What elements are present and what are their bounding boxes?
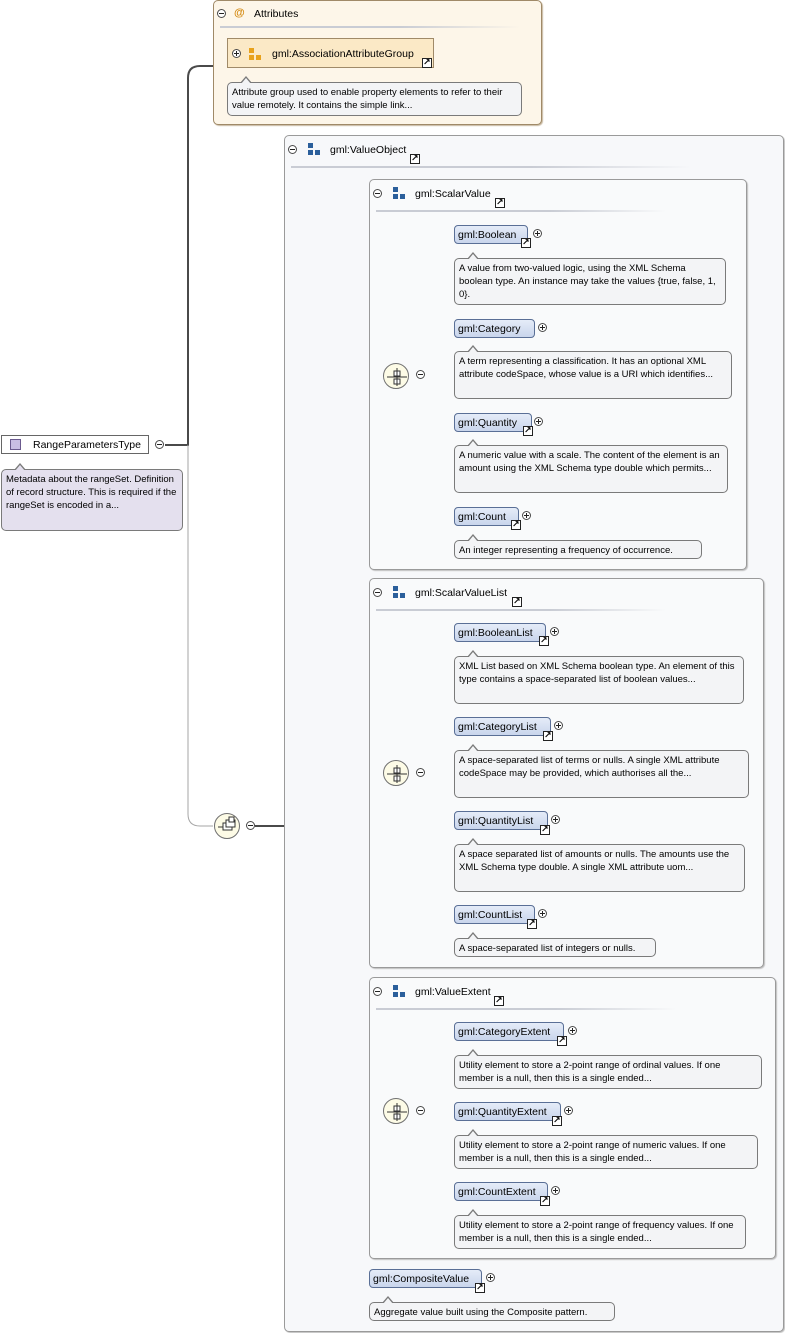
link-arrow-icon[interactable] [543,729,553,741]
element-count-extent[interactable]: gml:CountExtent [454,1182,548,1201]
expand-toggle-icon[interactable] [538,909,547,918]
group-icon [393,985,405,997]
scalar-value-list-title: gml:ScalarValueList [415,587,508,599]
collapse-toggle-icon[interactable] [217,9,226,18]
expand-toggle-icon[interactable] [538,323,547,332]
link-arrow-icon[interactable] [475,1281,485,1293]
link-arrow-icon[interactable] [512,595,522,607]
attribute-group-name: gml:AssociationAttributeGroup [272,48,414,60]
choice-compositor[interactable] [214,813,240,839]
expand-toggle-icon[interactable] [232,49,241,58]
value-extent-group [369,977,776,1259]
title-divider [291,166,691,168]
collapse-toggle-icon[interactable] [416,1106,425,1115]
expand-toggle-icon[interactable] [486,1273,495,1282]
element-annotation: A space-separated list of terms or nulls… [454,744,749,798]
root-type-name: RangeParametersType [33,439,141,451]
link-arrow-icon[interactable] [422,56,432,68]
scalar-value-title: gml:ScalarValue [415,188,491,200]
title-divider [376,210,666,212]
element-count[interactable]: gml:Count [454,507,519,526]
element-annotation: A term representing a classification. It… [454,345,732,399]
attribute-group-box[interactable]: gml:AssociationAttributeGroup [227,38,434,68]
link-arrow-icon[interactable] [494,994,504,1006]
link-arrow-icon[interactable] [557,1034,567,1046]
group-icon [308,143,320,155]
sequence-compositor-icon [387,1103,407,1121]
element-annotation: A value from two-valued logic, using the… [454,252,726,305]
value-object-title: gml:ValueObject [330,144,407,156]
element-quantity[interactable]: gml:Quantity [454,413,532,432]
sequence-compositor-icon [387,368,407,386]
element-category-extent[interactable]: gml:CategoryExtent [454,1022,564,1041]
expand-toggle-icon[interactable] [533,229,542,238]
sequence-compositor[interactable] [383,760,409,786]
element-annotation: Utility element to store a 2-point range… [454,1209,746,1249]
title-divider [376,1008,676,1010]
element-annotation: Aggregate value built using the Composit… [369,1296,615,1321]
attributes-title: Attributes [254,8,299,20]
element-annotation: Utility element to store a 2-point range… [454,1049,762,1089]
link-arrow-icon[interactable] [511,518,521,530]
expand-toggle-icon[interactable] [551,1186,560,1195]
attribute-group-icon [249,48,261,60]
link-arrow-icon[interactable] [540,1194,550,1206]
link-arrow-icon[interactable] [495,196,505,208]
expand-toggle-icon[interactable] [554,721,563,730]
collapse-toggle-icon[interactable] [373,189,382,198]
link-arrow-icon[interactable] [410,152,420,164]
element-category-list[interactable]: gml:CategoryList [454,717,551,736]
collapse-toggle-icon[interactable] [373,987,382,996]
collapse-toggle-icon[interactable] [288,145,297,154]
group-icon [393,586,405,598]
collapse-toggle-icon[interactable] [155,440,164,449]
link-arrow-icon[interactable] [539,634,549,646]
expand-toggle-icon[interactable] [522,511,531,520]
collapse-toggle-icon[interactable] [416,768,425,777]
element-annotation: A numeric value with a scale. The conten… [454,439,728,493]
link-arrow-icon[interactable] [540,823,550,835]
expand-toggle-icon[interactable] [568,1026,577,1035]
root-type-box[interactable]: RangeParametersType [1,435,149,454]
group-icon [393,187,405,199]
sequence-compositor[interactable] [383,1098,409,1124]
title-divider [376,609,666,611]
collapse-toggle-icon[interactable] [246,821,255,830]
element-quantity-extent[interactable]: gml:QuantityExtent [454,1102,561,1121]
expand-toggle-icon[interactable] [550,627,559,636]
sequence-compositor-icon [387,765,407,783]
title-divider [220,26,520,28]
element-boolean[interactable]: gml:Boolean [454,225,528,244]
element-annotation: XML List based on XML Schema boolean typ… [454,650,744,704]
choice-compositor-icon [218,816,236,831]
link-arrow-icon[interactable] [527,917,537,929]
element-composite-value[interactable]: gml:CompositeValue [369,1269,482,1288]
element-category[interactable]: gml:Category [454,319,535,338]
element-boolean-list[interactable]: gml:BooleanList [454,623,546,642]
attribute-group-annotation: Attribute group used to enable property … [227,76,522,116]
element-annotation: Utility element to store a 2-point range… [454,1129,758,1169]
sequence-compositor[interactable] [383,363,409,389]
element-annotation: A space separated list of amounts or nul… [454,838,745,892]
link-arrow-icon[interactable] [552,1114,562,1126]
collapse-toggle-icon[interactable] [416,370,425,379]
value-extent-title: gml:ValueExtent [415,986,491,998]
element-quantity-list[interactable]: gml:QuantityList [454,811,548,830]
expand-toggle-icon[interactable] [534,417,543,426]
element-annotation: A space-separated list of integers or nu… [454,932,656,957]
expand-toggle-icon[interactable] [551,815,560,824]
element-count-list[interactable]: gml:CountList [454,905,535,924]
link-arrow-icon[interactable] [523,424,533,436]
link-arrow-icon[interactable] [521,236,531,248]
complex-type-icon [10,439,21,450]
root-annotation: Metadata about the rangeSet. Definition … [1,463,183,531]
element-annotation: An integer representing a frequency of o… [454,534,702,559]
attribute-icon: @ [234,7,245,19]
collapse-toggle-icon[interactable] [373,588,382,597]
expand-toggle-icon[interactable] [564,1106,573,1115]
